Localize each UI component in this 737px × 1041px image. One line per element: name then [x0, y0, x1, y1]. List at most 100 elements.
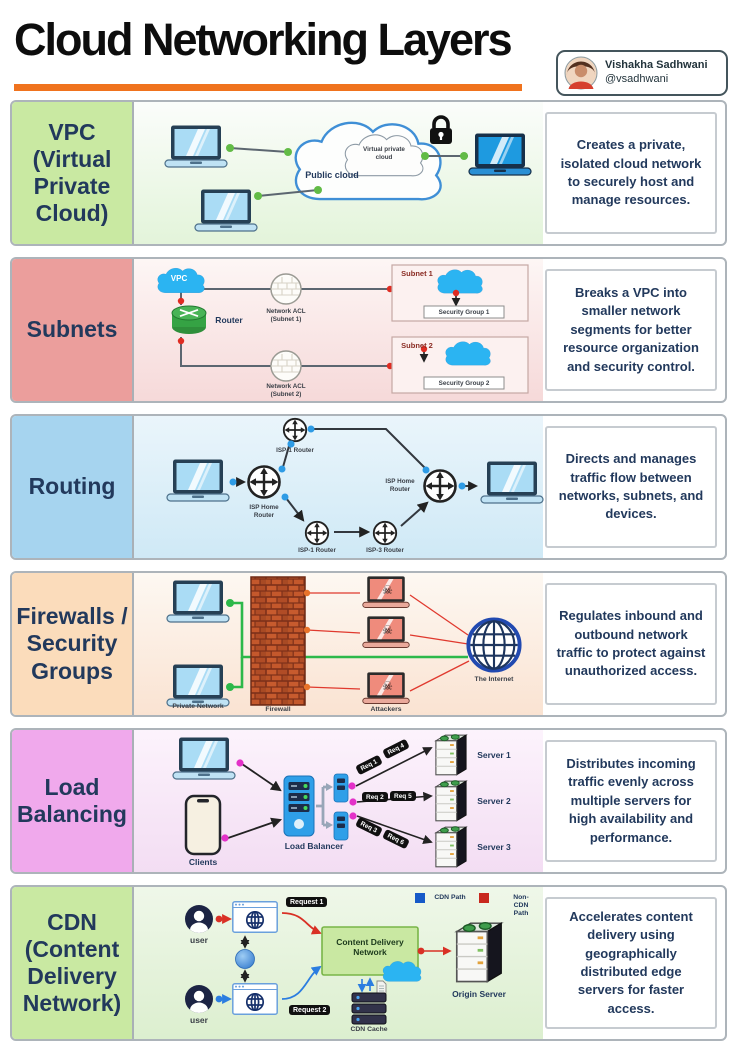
firewall-icon — [250, 576, 306, 706]
cdn-diagram: CDN Path Non-CDN Path user user Request … — [134, 887, 543, 1039]
load-balancer-icon — [283, 775, 315, 837]
security-group1-label: Security Group 1 — [438, 309, 490, 316]
vpc-cloud-label: VPC — [170, 274, 188, 283]
attackers-label: Attackers — [370, 706, 402, 713]
user2-icon — [185, 985, 213, 1018]
clients-label: Clients — [188, 857, 218, 867]
isp-home-router-icon — [247, 465, 281, 499]
firewall-label: Firewall — [265, 706, 291, 713]
server3-label: Server 3 — [477, 842, 511, 852]
firewalls-description-wrap: Regulates inbound and outbound network t… — [543, 573, 725, 715]
doc-icon — [376, 980, 387, 995]
router-icon — [171, 305, 207, 334]
load-balancing-diagram: Req 1 Req 4 Req 2 Req 5 Req 3 Req 6 Clie… — [134, 730, 543, 872]
row-label-cdn: CDN (Content Delivery Network) — [12, 887, 134, 1039]
attacker-laptop-icon — [362, 575, 410, 608]
cdn-path-swatch — [415, 893, 425, 903]
browser2-icon — [232, 983, 278, 1015]
origin-server-icon — [455, 921, 503, 983]
req2-badge: Req 2 — [362, 792, 388, 802]
cdn-cache-icon — [351, 992, 387, 1025]
subnet2-label: Subnet 2 — [401, 341, 433, 350]
isp3-router-icon — [372, 520, 398, 546]
row-label-vpc: VPC (Virtual Private Cloud) — [12, 102, 134, 244]
row-label-subnets: Subnets — [12, 259, 134, 401]
laptop-blue-icon — [468, 132, 532, 176]
router-label: Router — [215, 315, 243, 325]
routing-diagram: ISP Home Router ISP-1 Router ISP-1 Route… — [134, 416, 544, 558]
isp-home-router-right-icon — [423, 469, 457, 503]
row-label-load-balancing: Load Balancing — [12, 730, 134, 872]
row-vpc: VPC (Virtual Private Cloud) Public cloud… — [10, 100, 727, 246]
load-balancing-description: Distributes incoming traffic evenly acro… — [545, 740, 717, 862]
non-cdn-path-label: Non-CDN Path — [513, 894, 529, 918]
attacker-laptop-icon — [362, 671, 410, 704]
laptop-icon — [172, 736, 236, 780]
isp1b-router-label: ISP-1 Router — [298, 547, 336, 554]
cdn-box-label: Content Delivery Network — [336, 937, 404, 958]
routing-description-wrap: Directs and manages traffic flow between… — [543, 416, 725, 558]
subnets-description: Breaks a VPC into smaller network segmen… — [545, 269, 717, 391]
isp3-router-label: ISP-3 Router — [366, 547, 404, 554]
server3-icon — [435, 826, 467, 868]
cdn-description: Accelerates content delivery using geogr… — [545, 897, 717, 1029]
user1-icon — [185, 905, 213, 938]
author-avatar — [564, 56, 598, 90]
vpc-diagram: Public cloud Virtual private cloud — [134, 102, 543, 244]
laptop-icon — [194, 188, 258, 232]
security-group2-label: Security Group 2 — [438, 380, 490, 387]
author-card[interactable]: Vishakha Sadhwani @vsadhwani — [556, 50, 728, 96]
subnet1-label: Subnet 1 — [401, 269, 433, 278]
cdn-description-wrap: Accelerates content delivery using geogr… — [543, 887, 725, 1039]
load-balancing-description-wrap: Distributes incoming traffic evenly acro… — [543, 730, 725, 872]
vpc-description: Creates a private, isolated cloud networ… — [545, 112, 717, 234]
origin-server-label: Origin Server — [452, 989, 506, 999]
server2-icon — [435, 780, 467, 822]
server1-icon — [435, 734, 467, 776]
row-subnets: Subnets — [10, 257, 727, 403]
cdn-path-label: CDN Path — [434, 894, 466, 901]
firewalls-diagram: Private Network Firewall Attackers The I… — [134, 573, 543, 715]
laptop-icon — [480, 460, 544, 504]
attacker-laptop-icon — [362, 615, 410, 648]
internet-globe-icon — [466, 617, 522, 673]
acl2-label: Network ACL (Subnet 2) — [266, 383, 306, 398]
isp1-router-icon — [282, 417, 308, 443]
dns-sphere-icon — [235, 949, 255, 969]
row-load-balancing: Load Balancing — [10, 728, 727, 874]
cdn-cache-label: CDN Cache — [350, 1026, 388, 1033]
request1-badge: Request 1 — [286, 897, 328, 907]
isp-home-router-right-label: ISP Home Router — [385, 478, 415, 493]
server2-label: Server 2 — [477, 796, 511, 806]
subnets-diagram: VPC Router Network ACL (Subnet 1) Networ… — [134, 259, 543, 401]
row-cdn: CDN (Content Delivery Network) — [10, 885, 727, 1041]
subnet1-box — [391, 264, 529, 322]
row-firewalls: Firewalls / Security Groups — [10, 571, 727, 717]
row-label-firewalls: Firewalls / Security Groups — [12, 573, 134, 715]
orange-divider — [14, 84, 522, 91]
isp1b-router-icon — [304, 520, 330, 546]
request2-badge: Request 2 — [289, 1005, 331, 1015]
user2-label: user — [190, 1015, 208, 1025]
row-label-routing: Routing — [12, 416, 134, 558]
acl1-label: Network ACL (Subnet 1) — [266, 308, 306, 323]
row-routing: Routing — [10, 414, 727, 560]
routing-description: Directs and manages traffic flow between… — [545, 426, 717, 548]
vpc-description-wrap: Creates a private, isolated cloud networ… — [543, 102, 725, 244]
isp1-router-label: ISP-1 Router — [276, 447, 314, 454]
private-network-label: Private Network — [172, 703, 224, 710]
server1-label: Server 1 — [477, 750, 511, 760]
load-balancer-label: Load Balancer — [284, 841, 344, 851]
lock-icon — [428, 115, 454, 146]
firewalls-description: Regulates inbound and outbound network t… — [545, 583, 717, 705]
acl-subnet1-icon — [270, 273, 302, 305]
subnets-description-wrap: Breaks a VPC into smaller network segmen… — [543, 259, 725, 401]
laptop-icon — [166, 579, 230, 623]
browser1-icon — [232, 901, 278, 933]
page-title: Cloud Networking Layers — [14, 14, 513, 65]
internet-label: The Internet — [474, 676, 514, 683]
isp-home-router-label: ISP Home Router — [249, 504, 279, 519]
author-name: Vishakha Sadhwani — [605, 59, 708, 72]
user1-label: user — [190, 935, 208, 945]
mid-server-icon — [333, 811, 349, 841]
